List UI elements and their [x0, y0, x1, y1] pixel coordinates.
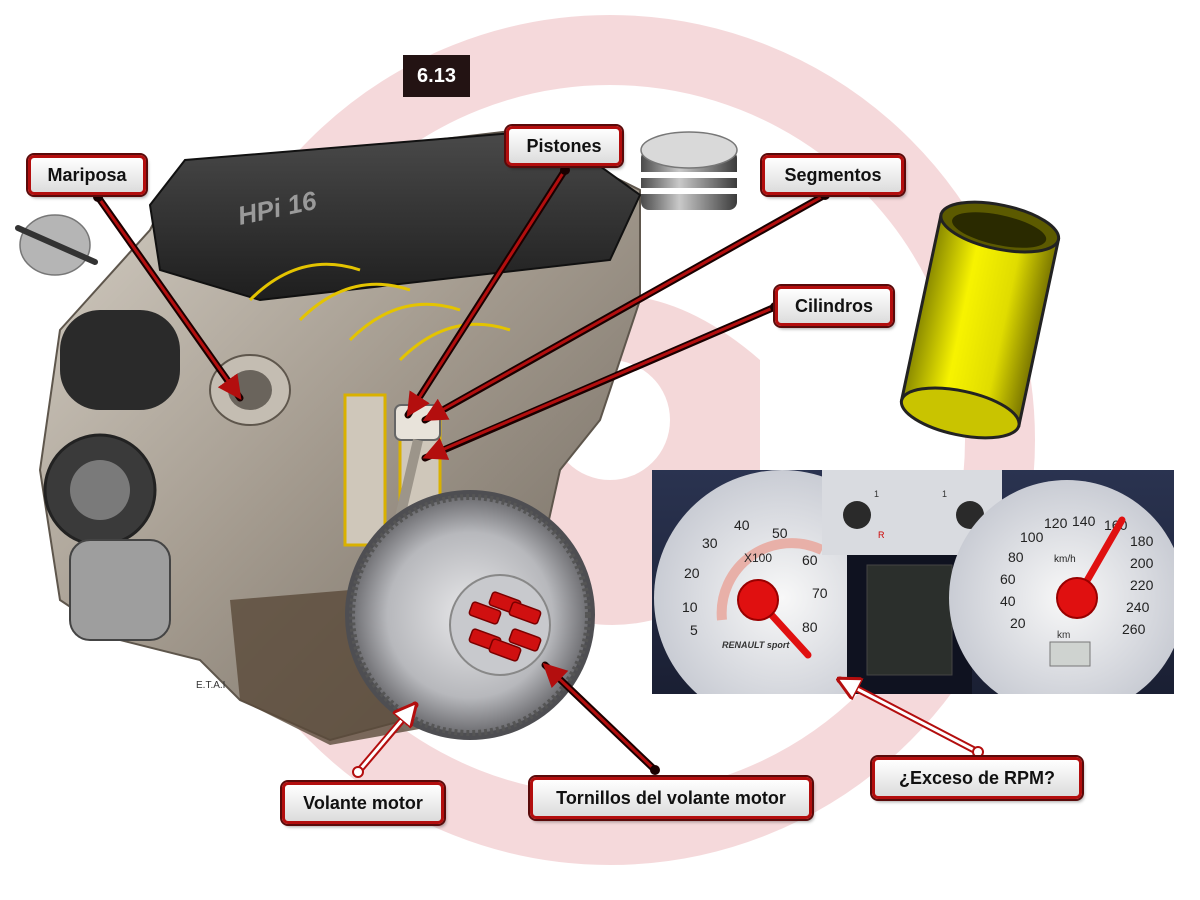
label-mariposa: Mariposa	[28, 155, 146, 195]
tach-tick: 5	[690, 622, 698, 638]
label-exceso-rpm: ¿Exceso de RPM?	[872, 757, 1082, 799]
label-segmentos: Segmentos	[762, 155, 904, 195]
slide-number: 6.13	[403, 55, 470, 97]
tach-tick: 30	[702, 535, 718, 551]
tach-tick: 40	[734, 517, 750, 533]
speed-tick: 240	[1126, 599, 1150, 615]
speed-tick: 120	[1044, 515, 1068, 531]
tach-tick: 60	[802, 552, 818, 568]
speed-tick: 200	[1130, 555, 1154, 571]
instrument-cluster: X100 5 10 20 30 40 50 60 70 80 RENAULT s…	[652, 470, 1174, 694]
speed-tick: 140	[1072, 513, 1096, 529]
speed-tick: 100	[1020, 529, 1044, 545]
temp-mark: 1	[942, 489, 947, 499]
label-tornillos: Tornillos del volante motor	[530, 777, 812, 819]
tach-tick: 10	[682, 599, 698, 615]
brand-logo-text: RENAULT sport	[722, 640, 790, 650]
fuel-mark: R	[878, 530, 885, 540]
speed-tick: 80	[1008, 549, 1024, 565]
label-cilindros: Cilindros	[775, 286, 893, 326]
speed-tick: 180	[1130, 533, 1154, 549]
fuel-mark: 1	[874, 489, 879, 499]
engine-signature: E.T.A.I	[196, 680, 225, 691]
speed-tick: 260	[1122, 621, 1146, 637]
tach-tick: 80	[802, 619, 818, 635]
speed-tick: 20	[1010, 615, 1026, 631]
tach-tick: 70	[812, 585, 828, 601]
label-volante-motor: Volante motor	[282, 782, 444, 824]
odo-unit: km	[1057, 630, 1070, 641]
tach-tick: 20	[684, 565, 700, 581]
speed-tick: 40	[1000, 593, 1016, 609]
speed-tick: 60	[1000, 571, 1016, 587]
speed-unit: km/h	[1054, 554, 1076, 565]
label-pistones: Pistones	[506, 126, 622, 166]
speed-tick: 220	[1130, 577, 1154, 593]
tach-unit: X100	[744, 551, 772, 565]
tach-tick: 50	[772, 525, 788, 541]
